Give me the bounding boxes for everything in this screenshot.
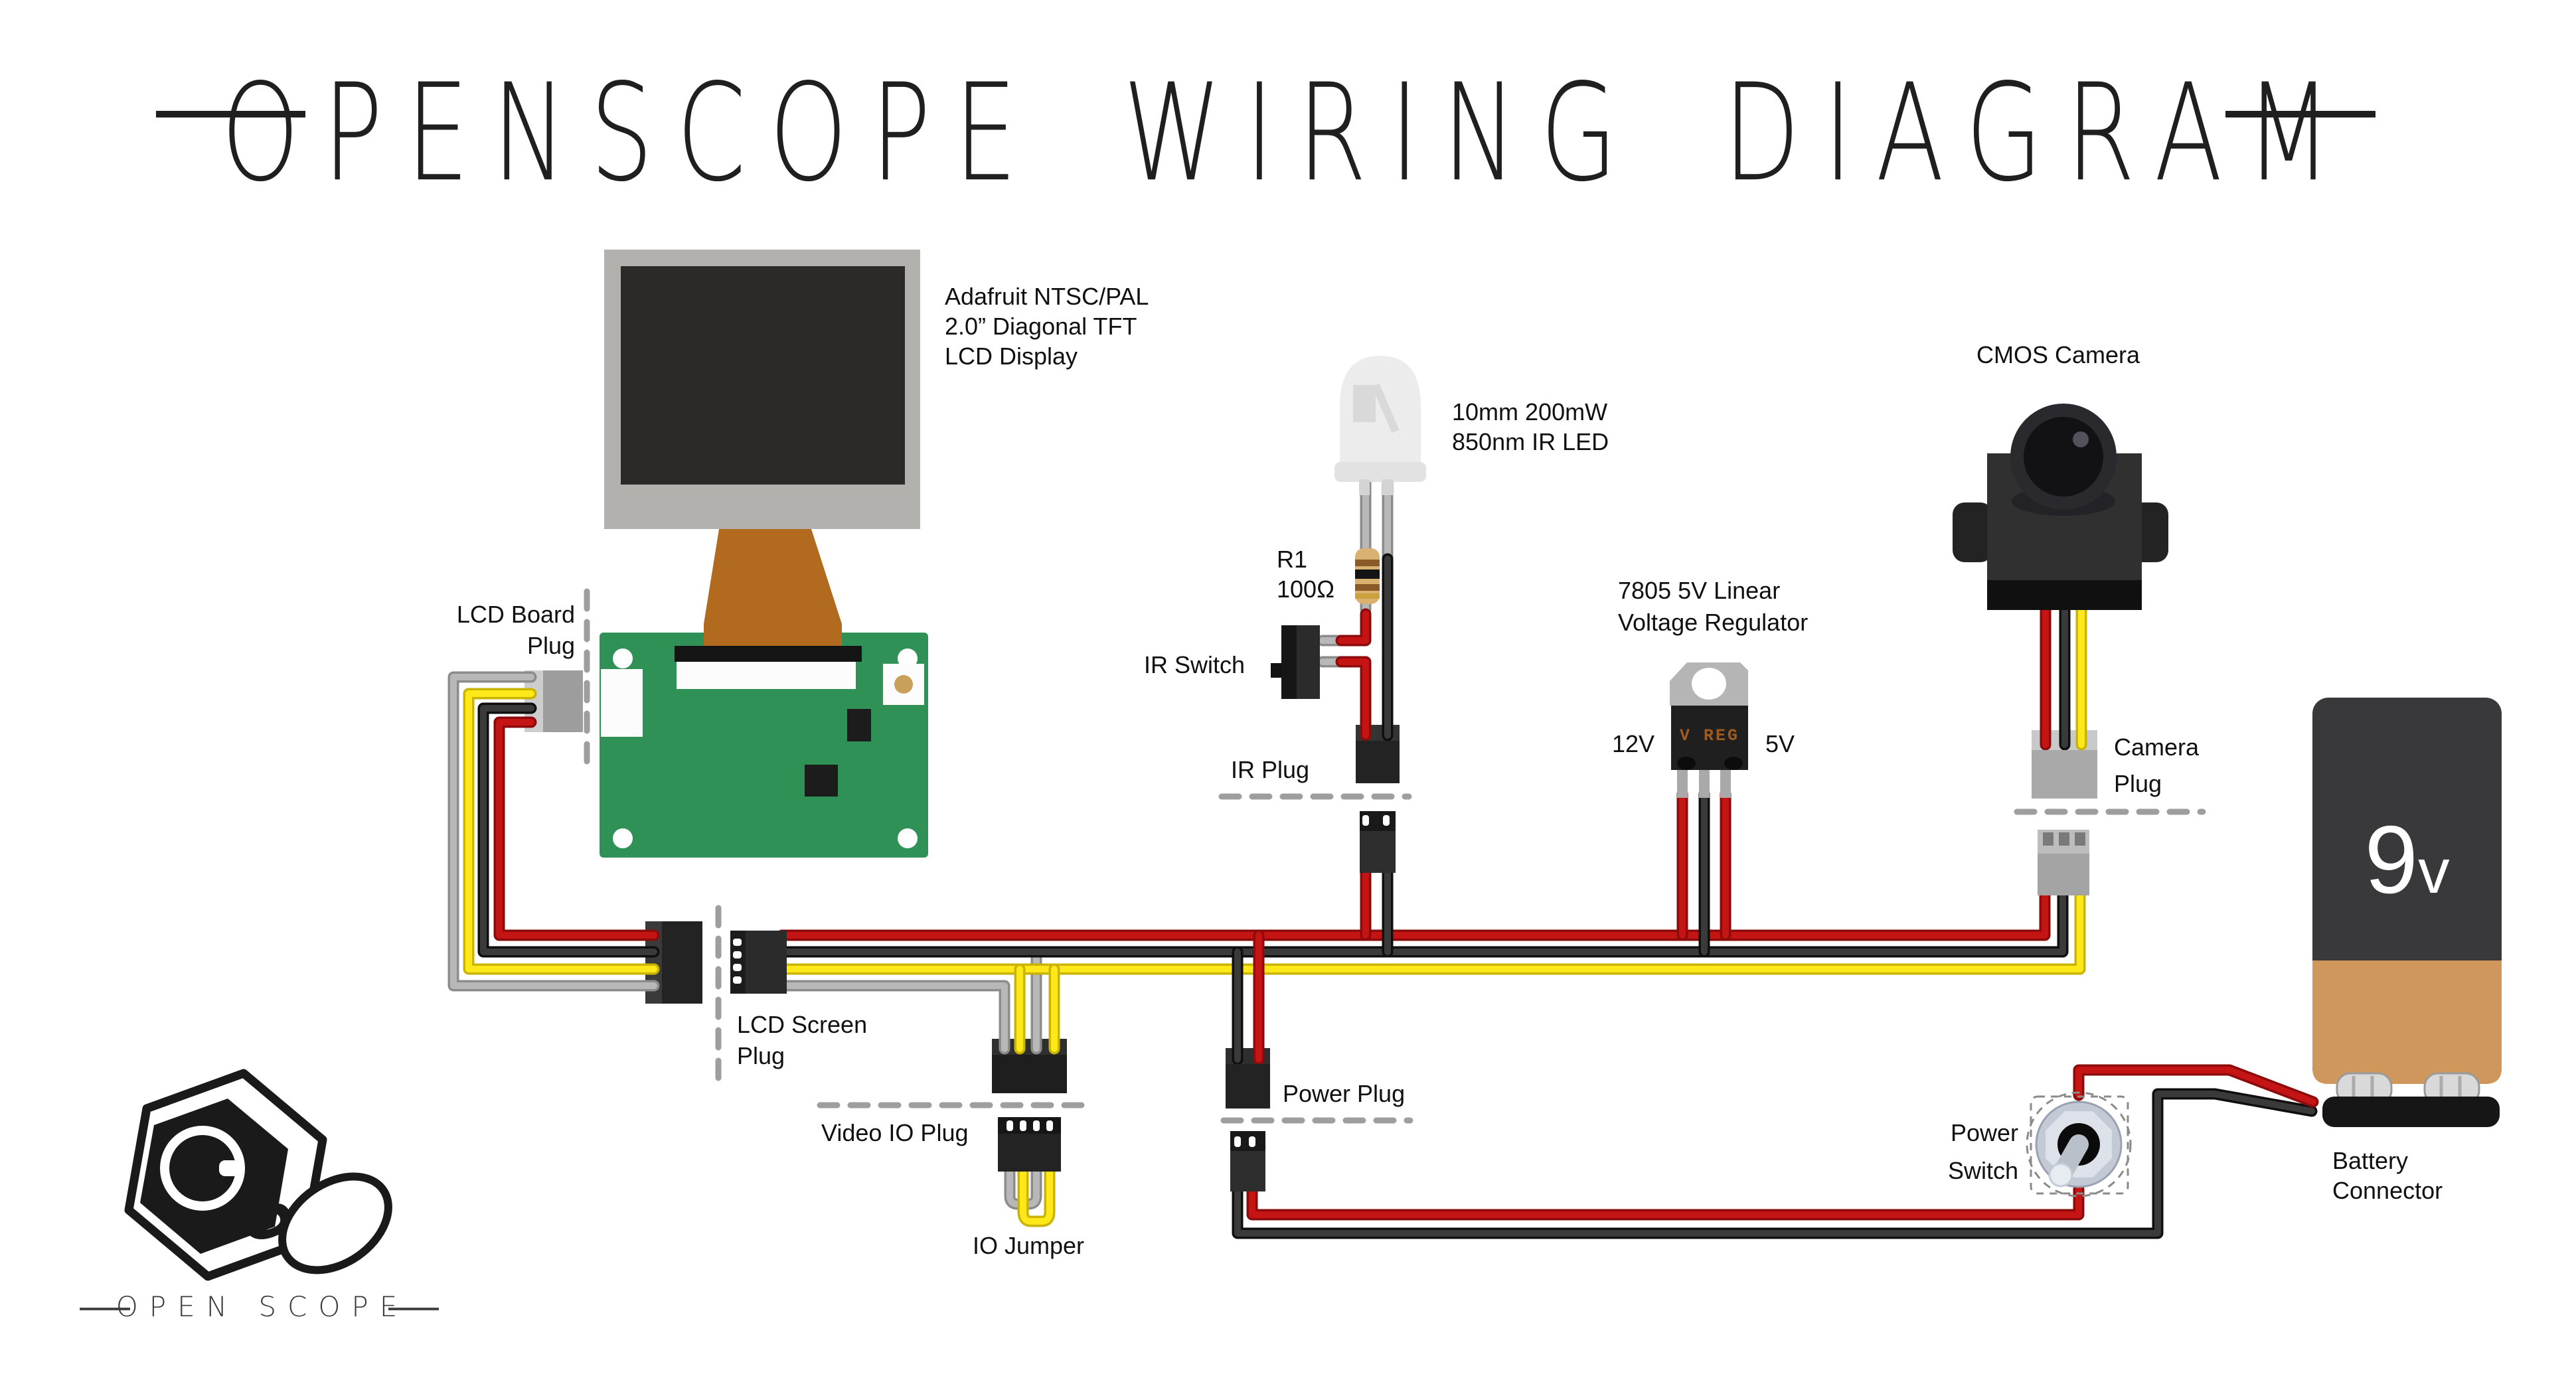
regulator-leg [1699, 769, 1710, 798]
ir-sub-connector [1360, 811, 1396, 873]
lcd-screen-plug-left-body [662, 921, 702, 1004]
video-io-plug-label: Video IO Plug [821, 1119, 969, 1146]
openscope-logo: S [80, 1069, 439, 1310]
branch-wires [1014, 788, 1731, 1065]
regulator-tab-hole [1692, 668, 1726, 700]
regulator-chip-text: V REG [1679, 726, 1739, 745]
ribbon-connector [677, 662, 856, 689]
regulator-leg [1677, 769, 1688, 798]
video-io-plug-body [992, 1055, 1067, 1093]
lcd-display-label: Adafruit NTSC/PAL 2.0” Diagonal TFT LCD … [945, 283, 1149, 370]
page-title: OPENSCOPE WIRING DIAGRAM [221, 56, 2355, 212]
lcd-board-plug-body [543, 670, 583, 732]
power-switch [2026, 1091, 2132, 1197]
lcd-display [604, 250, 920, 529]
ir-led [1334, 356, 1426, 495]
pcb-pad-dot [894, 675, 913, 694]
battery-band [2312, 960, 2502, 1084]
resistor-r1 [1355, 548, 1380, 604]
power-sub-connector [1230, 1131, 1265, 1191]
regulator-output-label: 5V [1765, 730, 1795, 757]
io-jumper-loops [1004, 1161, 1056, 1227]
black-bus [776, 883, 2069, 958]
io-jumper-label: IO Jumper [973, 1232, 1085, 1259]
lcd-board-harness [447, 671, 660, 992]
pcb-hole [613, 828, 633, 848]
camera-ear-left [1953, 502, 1992, 562]
ir-plug-label: IR Plug [1230, 756, 1309, 783]
regulator-input-label: 12V [1611, 730, 1654, 757]
cmos-camera [1953, 404, 2168, 610]
io-jumper-connector [998, 1117, 1061, 1172]
ir-switch-knob [1271, 663, 1283, 678]
main-bus-wires [776, 883, 2086, 1055]
lcd-board-plug-label: LCD Board Plug [456, 601, 575, 659]
cmos-camera-label: CMOS Camera [1976, 341, 2140, 368]
resistor-label: R1 100Ω [1277, 546, 1334, 603]
power-switch-label: Power Switch [1947, 1119, 2018, 1184]
camera-plug-body [2032, 750, 2097, 799]
camera-plug-label: Camera Plug [2114, 733, 2200, 797]
lcd-screen [621, 266, 905, 485]
power-plug-body [1226, 1064, 1270, 1108]
red-bus [776, 883, 2051, 941]
logo-lens-horn [278, 1172, 392, 1274]
ir-plug-body [1356, 741, 1400, 783]
lcd-ribbon-cable [704, 529, 842, 656]
pcb-white-component [601, 669, 643, 737]
ir-switch-label: IR Switch [1143, 651, 1245, 678]
switch-toggle-tip [2048, 1162, 2073, 1187]
camera-body-base [1987, 580, 2142, 610]
power-plug-label: Power Plug [1283, 1080, 1406, 1107]
logo-wordmark: OPEN SCOPE [116, 1290, 409, 1323]
camera-wires [2040, 599, 2087, 751]
camera-sub-connector [2038, 830, 2089, 895]
lcd-screen-plug-right-body [746, 931, 787, 994]
ribbon-connector-clamp [675, 646, 862, 662]
pcb-hole [898, 649, 918, 668]
ir-switch [1271, 625, 1320, 699]
camera-lens [2024, 417, 2103, 497]
connector-separator-lines [584, 588, 2206, 1124]
regulator-leg [1720, 769, 1731, 798]
power-rails [1232, 1064, 2319, 1239]
voltage-regulator-7805 [1670, 662, 1748, 798]
lcd-screen-plug [662, 921, 787, 1004]
lcd-screen-plug-label: LCD Screen Plug [737, 1011, 868, 1069]
regulator-label: 7805 5V Linear Voltage Regulator [1618, 577, 1809, 636]
lcd-driver-pcb [600, 529, 928, 858]
camera-lens-highlight [2073, 431, 2089, 447]
ir-led-label: 10mm 200mW 850nm IR LED [1452, 398, 1609, 455]
battery-connector-label: Battery Connector [2332, 1147, 2443, 1204]
battery-connector-clip [2322, 1097, 2500, 1127]
pcb-chip [805, 765, 838, 797]
pcb-hole [613, 649, 633, 668]
pcb-chip [847, 709, 871, 741]
logo-aperture [169, 1135, 236, 1201]
logo-aperture-notch [219, 1160, 239, 1176]
battery-9v [2312, 698, 2502, 1127]
battery-voltage-text: 9v [2364, 806, 2450, 913]
ir-circuit-wires [1335, 553, 1394, 741]
pcb-hole [898, 828, 918, 848]
